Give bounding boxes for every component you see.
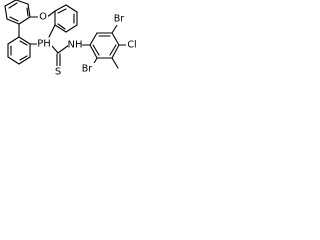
bond: [54, 4, 67, 12]
bond: [89, 44, 98, 59]
bond-double-inner: [8, 2, 18, 9]
bond-lines: [4, 0, 128, 69]
bond: [27, 3, 31, 18]
bond-double-inner: [19, 55, 28, 61]
bond: [111, 24, 118, 34]
phosphorus-label-bg: [37, 38, 52, 50]
bond: [4, 0, 17, 7]
bromine-upper-label: Br: [114, 14, 125, 25]
bond: [51, 45, 59, 54]
bond-double-inner: [26, 7, 29, 17]
bond: [111, 32, 120, 46]
bond-double-inner: [19, 40, 28, 46]
sulfur-label-bg: [54, 66, 63, 78]
bond: [65, 4, 78, 13]
bond: [7, 56, 20, 65]
bond-double-inner: [57, 23, 66, 30]
nitrogen-label-bg: [68, 39, 82, 51]
bromine-upper-label-bg: [111, 13, 126, 25]
bond: [18, 16, 31, 25]
bond: [111, 57, 119, 69]
bond-double-inner: [92, 44, 100, 56]
bond: [6, 18, 20, 25]
phosphorus-label: PH: [37, 39, 51, 50]
bond: [7, 36, 20, 45]
bromine-lower-label: Br: [82, 64, 93, 75]
thiocarbonyl-sulfur-label: S: [55, 67, 61, 78]
bond: [48, 24, 56, 38]
bond: [54, 24, 67, 33]
bond: [111, 44, 120, 59]
bromine-lower-label-bg: [80, 63, 95, 75]
ring-oxygen-label: O: [39, 12, 47, 23]
atom-labels: O PH NH S Br Cl Br: [37, 11, 139, 78]
bond: [18, 36, 31, 45]
chlorine-label-bg: [126, 39, 139, 51]
bond: [15, 0, 29, 5]
bond: [89, 32, 98, 46]
bond: [57, 44, 70, 54]
bond: [18, 56, 31, 65]
bond: [4, 5, 8, 20]
bond-double-inner: [57, 8, 67, 14]
bond: [65, 24, 78, 33]
bond-double-inner: [109, 44, 117, 56]
bond-double-inner: [9, 16, 19, 22]
bond: [46, 10, 56, 18]
oxygen-label-bg: [38, 11, 48, 23]
amide-nitrogen-label: NH: [68, 40, 83, 51]
chemical-structure: O PH NH S Br Cl Br: [4, 0, 139, 78]
chlorine-label: Cl: [127, 40, 136, 51]
